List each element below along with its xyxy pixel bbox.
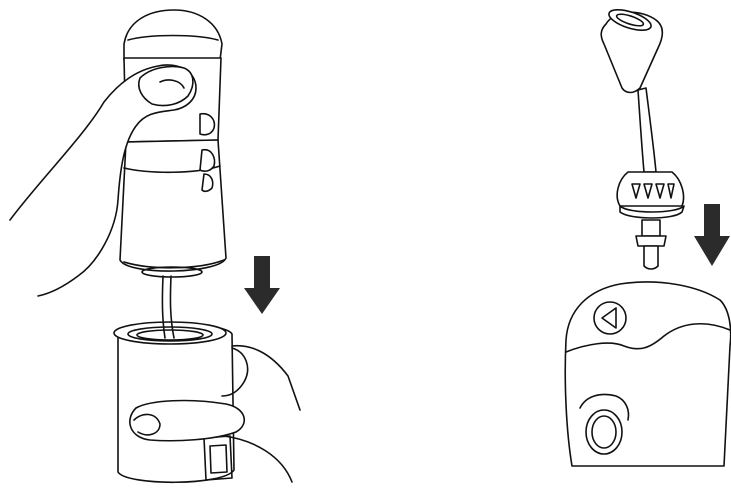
handle-top-icon	[564, 281, 731, 467]
left-panel	[9, 9, 301, 484]
down-arrow-right-icon	[694, 204, 730, 266]
lower-hand-icon	[129, 344, 301, 483]
right-panel	[564, 8, 731, 467]
nozzle-icon	[600, 8, 685, 270]
handle-unit-icon	[119, 9, 227, 278]
down-arrow-left-icon	[244, 256, 280, 314]
tube-icon	[161, 275, 175, 339]
upper-hand-icon	[9, 64, 216, 297]
